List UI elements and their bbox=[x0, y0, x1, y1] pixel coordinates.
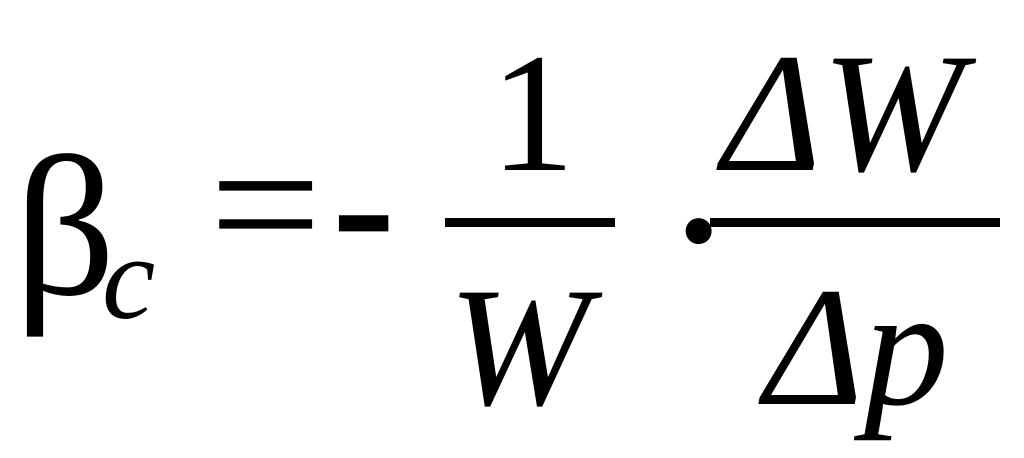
subscript-c: c bbox=[102, 211, 156, 344]
multiplication-dot: · bbox=[672, 141, 726, 319]
fraction1-denominator: W bbox=[448, 253, 590, 441]
minus-sign: - bbox=[332, 100, 396, 310]
fraction2-bar bbox=[710, 218, 1000, 227]
fraction2-numerator: ΔW bbox=[722, 19, 964, 207]
fraction1-bar bbox=[445, 218, 615, 227]
beta-symbol: β bbox=[14, 117, 116, 338]
fraction1-numerator: 1 bbox=[490, 19, 575, 207]
fraction2-denominator: Δp bbox=[764, 253, 949, 441]
equals-sign: = bbox=[209, 100, 322, 310]
